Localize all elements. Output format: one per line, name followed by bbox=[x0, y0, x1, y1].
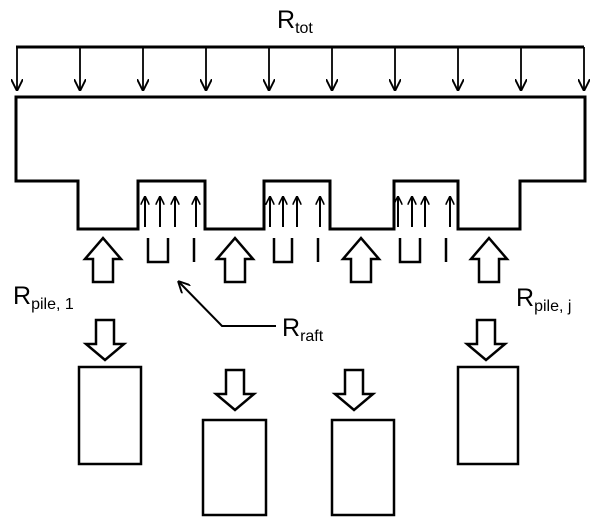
raft-outline bbox=[14, 95, 587, 231]
load-arrows bbox=[17, 47, 584, 91]
pile-load-down-arrow bbox=[82, 318, 128, 362]
pile-load-down-arrow bbox=[463, 318, 509, 362]
pile-reaction-up-arrows bbox=[82, 236, 510, 284]
raft-reaction-label: Rraft bbox=[282, 314, 324, 345]
pile-first-reaction-label: Rpile, 1 bbox=[13, 282, 74, 313]
pile-last-reaction-label: Rpile, j bbox=[516, 284, 572, 315]
pile-2 bbox=[201, 418, 268, 517]
pile-1 bbox=[77, 365, 143, 466]
pile-3 bbox=[330, 418, 396, 517]
pile-reaction-up-arrow bbox=[214, 236, 256, 284]
piles bbox=[77, 365, 520, 517]
pile-load-down-arrow bbox=[331, 368, 377, 412]
pile-load-down-arrow bbox=[212, 368, 258, 412]
soil-bracket bbox=[398, 238, 422, 264]
total-load-group bbox=[16, 45, 584, 91]
soil-bracket bbox=[272, 238, 294, 264]
pile-4 bbox=[456, 365, 520, 466]
pile-load-down-arrows bbox=[82, 318, 509, 412]
pile-reaction-up-arrow bbox=[340, 236, 382, 284]
total-load-label: Rtot bbox=[277, 6, 313, 37]
pile-reaction-up-arrow bbox=[82, 236, 124, 284]
raft-reaction-leader bbox=[178, 281, 276, 327]
pile-reaction-up-arrow bbox=[468, 236, 510, 284]
raft-contact-arrows bbox=[145, 196, 450, 227]
raft-soil-brackets bbox=[146, 238, 448, 264]
soil-bracket bbox=[146, 238, 170, 264]
